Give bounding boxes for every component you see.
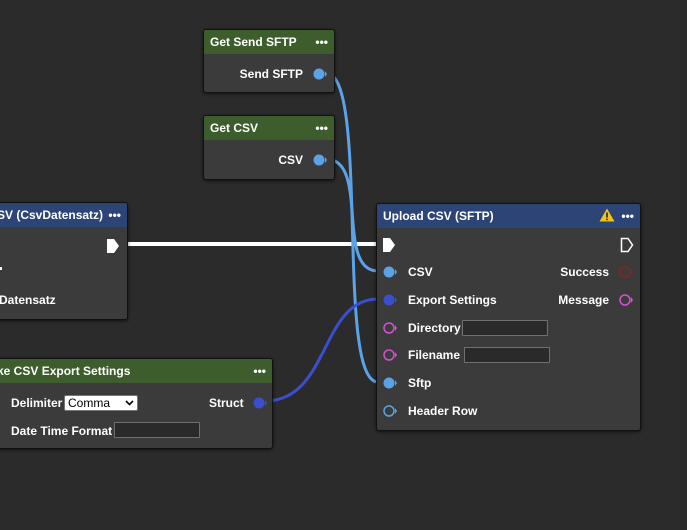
row-label-datensatz: Datensatz [0, 293, 56, 307]
input-label-directory: Directory [408, 321, 461, 335]
node-get-csv[interactable]: Get CSV ••• CSV [203, 115, 335, 180]
node-header[interactable]: Get CSV ••• [204, 116, 334, 140]
menu-dots-icon[interactable]: ••• [315, 35, 328, 49]
delimiter-value: Comma [68, 396, 111, 410]
partial-pin-mark [0, 267, 2, 270]
chevron-down-icon [125, 396, 134, 410]
input-label-filename: Filename [408, 348, 461, 362]
delimiter-label: Delimiter [11, 396, 63, 410]
struct-label: Struct [209, 396, 244, 410]
directory-input[interactable] [462, 320, 548, 336]
data-pin-icon[interactable] [383, 377, 397, 389]
output-label-message: Message [558, 293, 609, 307]
data-pin-icon[interactable] [313, 68, 327, 80]
data-pin-icon[interactable] [383, 266, 397, 278]
output-label-csv: CSV [278, 153, 303, 167]
menu-dots-icon[interactable]: ••• [315, 121, 328, 135]
filename-input[interactable] [464, 347, 550, 363]
node-csv-datensatz[interactable]: SV (CsvDatensatz) ••• Datensatz [0, 202, 128, 320]
input-label-sftp: Sftp [408, 376, 432, 390]
data-pin-icon[interactable] [619, 294, 633, 306]
menu-dots-icon[interactable]: ••• [621, 209, 634, 223]
exec-pin-icon[interactable] [620, 237, 634, 253]
node-make-csv-export-settings[interactable]: ke CSV Export Settings ••• Delimiter Com… [0, 358, 273, 449]
warning-icon[interactable] [599, 208, 615, 225]
node-title: Get CSV [210, 121, 259, 135]
node-title: ke CSV Export Settings [0, 364, 131, 378]
output-label-send-sftp: Send SFTP [239, 67, 303, 81]
menu-dots-icon[interactable]: ••• [108, 208, 121, 222]
data-pin-icon[interactable] [313, 154, 327, 166]
exec-pin-icon[interactable] [106, 238, 120, 254]
node-title: Upload CSV (SFTP) [383, 209, 494, 223]
input-label-header-row: Header Row [408, 404, 478, 418]
data-pin-icon[interactable] [619, 266, 633, 278]
date-time-format-input[interactable] [114, 422, 200, 438]
input-label-csv: CSV [408, 265, 433, 279]
input-label-export-settings: Export Settings [408, 293, 497, 307]
node-title: SV (CsvDatensatz) [0, 208, 104, 222]
node-title: Get Send SFTP [210, 35, 297, 49]
wire-struct-to-export-settings [264, 297, 379, 403]
data-pin-icon[interactable] [383, 322, 397, 334]
date-time-format-label: Date Time Format [11, 424, 113, 438]
node-header[interactable]: ke CSV Export Settings ••• [0, 359, 272, 383]
delimiter-select[interactable]: Comma [64, 395, 138, 411]
output-label-success: Success [560, 265, 609, 279]
node-upload-csv-sftp[interactable]: Upload CSV (SFTP) ••• CSV Export Setting… [376, 203, 641, 431]
data-pin-icon[interactable] [253, 397, 267, 409]
node-header[interactable]: Get Send SFTP ••• [204, 30, 334, 54]
data-pin-icon[interactable] [383, 405, 397, 417]
data-pin-icon[interactable] [383, 349, 397, 361]
node-get-send-sftp[interactable]: Get Send SFTP ••• Send SFTP [203, 29, 335, 93]
menu-dots-icon[interactable]: ••• [253, 364, 266, 378]
node-header[interactable]: SV (CsvDatensatz) ••• [0, 203, 127, 227]
node-header[interactable]: Upload CSV (SFTP) ••• [377, 204, 640, 228]
data-pin-icon[interactable] [383, 294, 397, 306]
exec-pin-icon[interactable] [382, 237, 396, 253]
